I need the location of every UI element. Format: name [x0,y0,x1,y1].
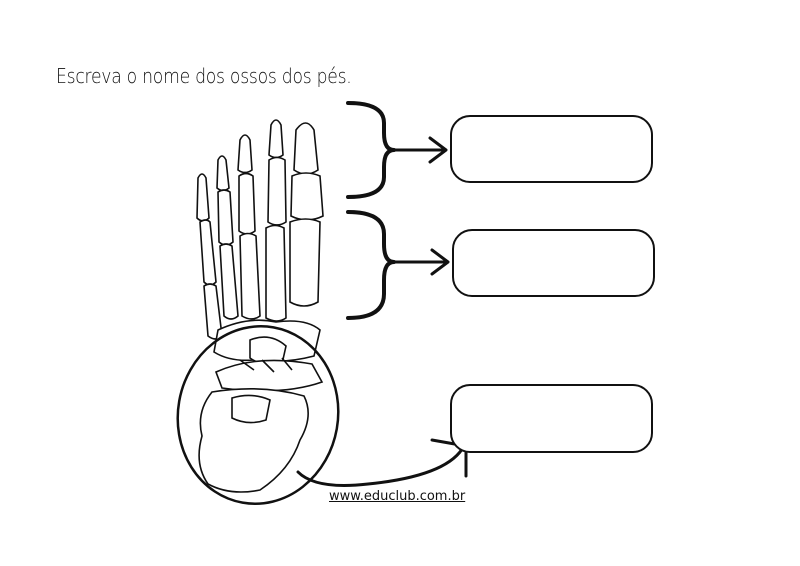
toe-bones [196,119,324,340]
arrow-phalanges [392,136,448,164]
answer-box-phalanges[interactable] [450,115,653,183]
bracket-phalanges [346,101,396,199]
tarsal-highlight-ellipse [176,325,340,505]
answer-box-tarsals[interactable] [450,384,653,453]
answer-box-metatarsals[interactable] [452,229,655,297]
arrow-metatarsals [392,248,450,276]
worksheet-instruction: Escreva o nome dos ossos dos pés. [56,64,352,88]
footer-website-link[interactable]: www.educlub.com.br [329,489,466,504]
bracket-metatarsals [346,210,396,320]
tarsal-bones [198,319,324,493]
